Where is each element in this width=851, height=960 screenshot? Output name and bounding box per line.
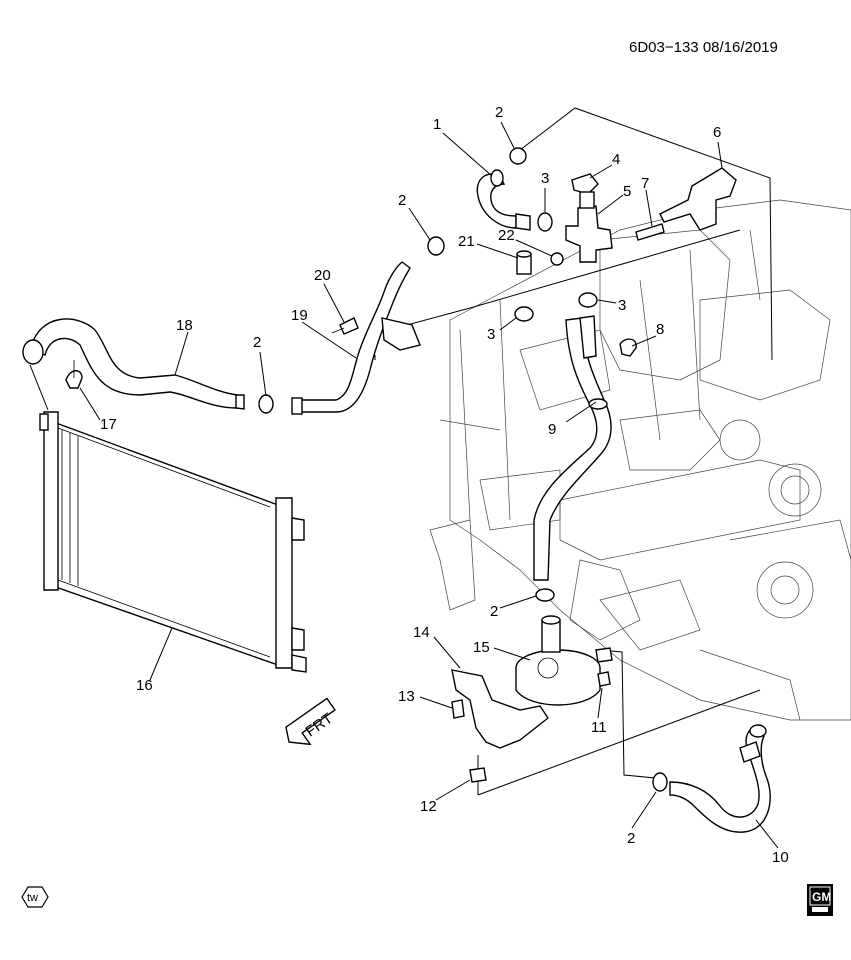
callout-2d: 2	[490, 603, 498, 620]
clip-8	[619, 338, 637, 357]
lower-hose-10	[669, 724, 771, 833]
bolt-7	[635, 223, 665, 241]
tee-fitting-5	[565, 191, 613, 263]
hose-clamp-lower	[652, 772, 668, 792]
water-pump-15	[515, 615, 613, 706]
radiator-hose-upper	[22, 318, 245, 410]
hose-clip-17	[65, 360, 83, 389]
callout-9: 9	[548, 421, 556, 438]
callout-5: 5	[623, 183, 631, 200]
callout-leaders	[79, 121, 779, 849]
screw-13	[451, 699, 465, 719]
callout-8: 8	[656, 321, 664, 338]
callout-7: 7	[641, 175, 649, 192]
callout-2c: 2	[253, 334, 261, 351]
hose-clamp-top	[509, 147, 527, 165]
callout-labels: 1 2 2 2 2 2 3 3 3 4 5 6 7 8 9 10 11 12 1…	[100, 104, 789, 866]
front-direction-arrow: FRT	[285, 697, 336, 746]
hose-clamps-3	[514, 212, 598, 322]
callout-10: 10	[772, 849, 789, 866]
hose-clamp-center-left	[258, 394, 274, 414]
callout-4: 4	[612, 151, 620, 168]
callout-1: 1	[433, 116, 441, 133]
callout-3c: 3	[487, 326, 495, 343]
callout-19: 19	[291, 307, 308, 324]
hose-clamp-upper-left	[427, 236, 445, 256]
coolant-hose-9	[533, 315, 612, 581]
gm-logo: GM	[807, 884, 833, 916]
coolant-hose-19	[291, 261, 421, 415]
callout-13: 13	[398, 688, 415, 705]
tw-badge: tw	[21, 886, 49, 908]
sensor-4	[571, 173, 599, 195]
upper-hose-1	[476, 169, 531, 231]
pump-bracket-14	[451, 669, 549, 749]
callout-12: 12	[420, 798, 437, 815]
bracket-6	[659, 167, 737, 231]
bolt-20	[331, 317, 359, 335]
clip-12	[469, 767, 487, 783]
hose-clamp-pump	[535, 588, 555, 602]
callout-2b: 2	[398, 192, 406, 209]
gm-logo-text: GM	[812, 890, 831, 904]
callout-14: 14	[413, 624, 430, 641]
callout-2e: 2	[627, 830, 635, 847]
tw-badge-text: tw	[27, 892, 38, 904]
nut-22	[550, 252, 564, 266]
callout-15: 15	[473, 639, 490, 656]
callout-16: 16	[136, 677, 153, 694]
callout-17: 17	[100, 416, 117, 433]
connector-21	[516, 250, 532, 275]
callout-11: 11	[591, 719, 607, 736]
nut-11	[597, 671, 611, 687]
callout-3a: 3	[541, 170, 549, 187]
callout-6: 6	[713, 124, 721, 141]
radiator-condenser	[39, 411, 307, 673]
callout-18: 18	[176, 317, 193, 334]
callout-2a: 2	[495, 104, 503, 121]
callout-21: 21	[458, 233, 475, 250]
engine-frame-illustration	[429, 199, 851, 721]
callout-20: 20	[314, 267, 331, 284]
callout-3b: 3	[618, 297, 626, 314]
diagram-reference: 6D03−133 08/16/2019	[629, 39, 778, 56]
callout-22: 22	[498, 227, 515, 244]
